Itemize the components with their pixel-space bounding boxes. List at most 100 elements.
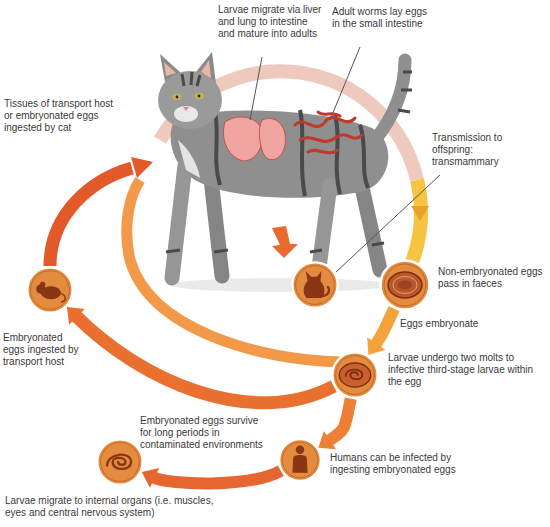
circle-inner-ring [336, 356, 375, 395]
stage-text-block: Transmission to offspring: transmammary [432, 132, 542, 168]
stage-icon [292, 446, 307, 473]
cat-tail [375, 60, 405, 140]
arrow-head [367, 337, 385, 355]
ring-arc [127, 180, 340, 362]
circle-shape [379, 259, 431, 311]
cat-inner-ear [164, 62, 176, 76]
circle-shape [40, 282, 46, 288]
cat-chest [178, 140, 200, 178]
stage-label: Larvae migrate to internal organs (i.e. … [5, 495, 225, 519]
stage-circle: Larvae undergo two molts to infective th… [331, 351, 379, 399]
path-shape [304, 271, 325, 298]
cycle-band [376, 309, 394, 345]
stage-label: Non-embryonated eggs pass in faeces [438, 266, 546, 290]
circle-outline [279, 439, 320, 480]
cat-stripe [182, 72, 200, 86]
leader-line [336, 175, 440, 272]
callout-block: Eggs embryonate [400, 318, 490, 330]
cycle-band [154, 471, 281, 484]
stage-circle: Non-embryonated eggs pass in faeces [379, 259, 431, 311]
cat-illustration [158, 52, 412, 278]
path-shape [292, 455, 307, 473]
stage-label: Embryonated eggs ingested by transport h… [3, 332, 85, 368]
circle-inner-ring [101, 443, 140, 482]
path-shape [61, 294, 65, 302]
adult-worms [295, 112, 362, 153]
cat-pupil [176, 96, 179, 99]
cat-muzzle [174, 106, 198, 122]
cat-eye [173, 94, 182, 100]
ellipse-shape [339, 363, 370, 387]
stage-text-block: Larvae migrate to internal organs (i.e. … [5, 495, 225, 519]
ring-arrowhead [411, 206, 429, 221]
circle-outline [27, 267, 72, 312]
circle-inner-ring [296, 266, 335, 305]
stage-icon [339, 363, 370, 387]
cat-stripe [215, 110, 368, 196]
stage-label: Transmission to offspring: transmammary [432, 132, 542, 168]
stage-icon [36, 282, 65, 302]
circle-shape [331, 351, 379, 399]
stage-text-block: Non-embryonated eggs pass in faeces [438, 266, 546, 290]
cat-pupil [198, 95, 201, 98]
ellipse-shape [398, 281, 412, 290]
circle-inner-ring [384, 264, 426, 306]
callout-block: Embryonated eggs survive for long period… [140, 415, 270, 451]
stage-icon [304, 271, 329, 298]
circle-outline [332, 352, 377, 397]
cycle-band [329, 399, 351, 441]
stage-label: Larvae undergo two molts to infective th… [388, 352, 538, 388]
stage-icon [107, 455, 131, 469]
path-shape [107, 455, 131, 469]
circle-shape [96, 438, 144, 486]
cat-leg [172, 165, 185, 278]
circle-shape [296, 446, 304, 454]
ellipse-shape [388, 272, 422, 298]
circle-inner-ring [31, 271, 70, 310]
stage-icon [388, 272, 422, 298]
callout-block: Adult worms lay eggs in the small intest… [332, 6, 432, 30]
path-shape [321, 287, 329, 296]
cycle-arrow [318, 399, 350, 450]
callout-text: Larvae migrate via liver and lung to int… [218, 4, 326, 40]
circle-shape [278, 438, 322, 482]
stage-label: Humans can be infected by ingesting embr… [330, 452, 460, 476]
leader-line [250, 57, 262, 120]
cat-leg [360, 178, 380, 270]
stage-circle: Embryonated eggs ingested by transport h… [26, 266, 74, 314]
cycle-arrow [67, 307, 334, 403]
cycle-arrow [367, 309, 394, 355]
cat-shadow [170, 278, 390, 292]
cat-leg [318, 185, 330, 275]
ring-arc [50, 168, 132, 266]
callout-text: Adult worms lay eggs in the small intest… [332, 6, 432, 30]
stage-text-block: Larvae undergo two molts to infective th… [388, 352, 538, 388]
leader-line [330, 47, 360, 120]
callout-text: Tissues of transport host or embryonated… [4, 98, 122, 134]
lung-organ [223, 117, 262, 161]
cat-inner-ear [201, 60, 211, 78]
stage-circle: Humans can be infected by ingesting embr… [278, 438, 322, 482]
callout-text: Eggs embryonate [400, 318, 490, 330]
cat-eye [195, 93, 204, 99]
arrow-head [142, 468, 159, 488]
cat-head [158, 71, 222, 129]
transmission-arrow [272, 226, 298, 258]
path-shape [346, 370, 363, 380]
callout-text: Embryonated eggs survive for long period… [140, 415, 270, 451]
callout-block: Tissues of transport host or embryonated… [4, 98, 122, 134]
stage-circle: Transmission to offspring: transmammary [291, 261, 339, 309]
cat-stripe [398, 72, 412, 112]
cat-nose [183, 107, 189, 111]
circle-shape [26, 266, 74, 314]
circle-outline [381, 261, 430, 310]
arrow-head [318, 431, 336, 449]
stage-circle: Larvae migrate to internal organs (i.e. … [96, 438, 144, 486]
circle-shape [291, 261, 339, 309]
stage-text-block: Embryonated eggs ingested by transport h… [3, 332, 85, 368]
